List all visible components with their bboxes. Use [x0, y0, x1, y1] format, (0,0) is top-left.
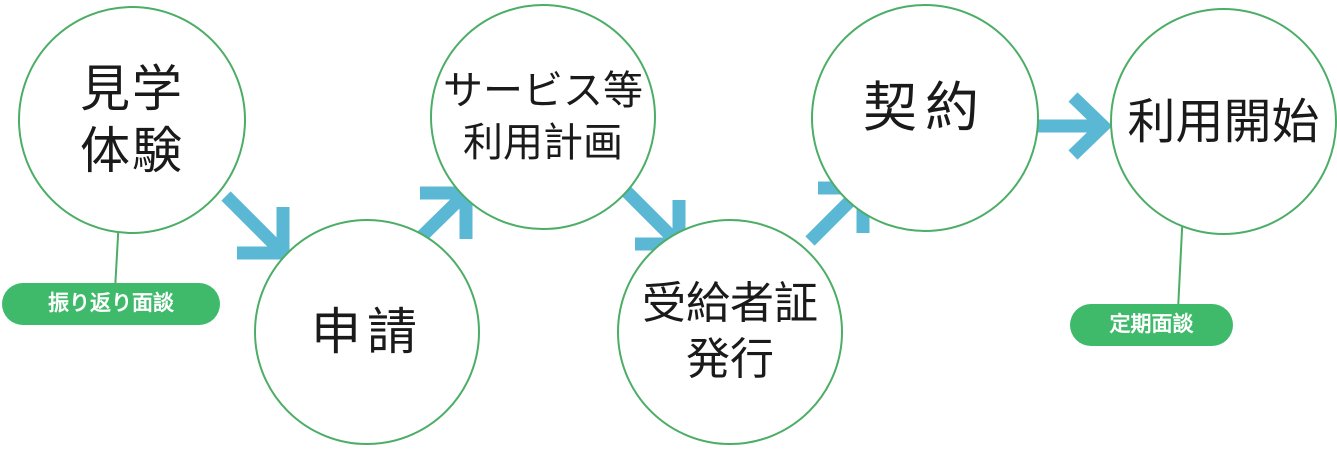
step-label-line: 受給者証 — [642, 278, 818, 329]
step-label-line: 発行 — [686, 334, 774, 385]
review-meeting-badge: 振り返り面談 — [2, 283, 220, 325]
step-label-line: 利用開始 — [1127, 93, 1320, 150]
periodic-meeting-badge: 定期面談 — [1070, 304, 1233, 346]
step-circle-visit-trial: 見学 体験 — [18, 6, 246, 234]
step-circle-certificate-issue: 受給者証 発行 — [617, 219, 843, 445]
step-label-line: 体験 — [80, 122, 184, 180]
step-label-line: 見学 — [80, 60, 184, 118]
step-circle-contract: 契約 — [811, 4, 1039, 232]
step-label-line: 利用計画 — [463, 120, 623, 166]
step-circle-start-use: 利用開始 — [1110, 8, 1337, 235]
arrow-down-right-icon — [221, 191, 290, 260]
step-label-line: 申請 — [311, 303, 423, 361]
step-circle-service-plan: サービス等 利用計画 — [430, 4, 656, 230]
arrow-right-icon — [1027, 92, 1113, 160]
step-label-line: 契約 — [863, 76, 987, 139]
step-circle-application: 申請 — [254, 219, 480, 445]
step-label-line: サービス等 — [443, 68, 643, 114]
